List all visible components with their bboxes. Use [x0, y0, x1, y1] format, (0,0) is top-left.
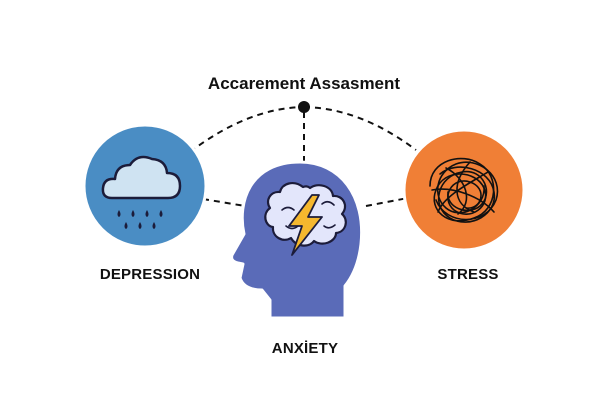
diagram-title: Accarement Assasment: [207, 74, 401, 93]
anxiety-node: [230, 160, 364, 320]
stress-node: [402, 128, 526, 252]
connector-top-right: [303, 106, 417, 151]
tangled-scribble-icon: [429, 157, 499, 223]
junction-node: [298, 101, 310, 113]
anxiety-label: ANXİETY: [271, 340, 339, 357]
stress-label: STRESS: [437, 266, 499, 283]
connector-top-left: [189, 106, 305, 153]
lightning-icon: [288, 194, 323, 256]
rain-cloud-icon: [101, 155, 182, 229]
depression-label: DEPRESSION: [99, 266, 201, 283]
depression-node: [82, 123, 208, 249]
connector-anxiety-stress: [365, 197, 409, 207]
stress-circle: [402, 128, 526, 252]
connector-depression-anxiety: [202, 198, 246, 207]
